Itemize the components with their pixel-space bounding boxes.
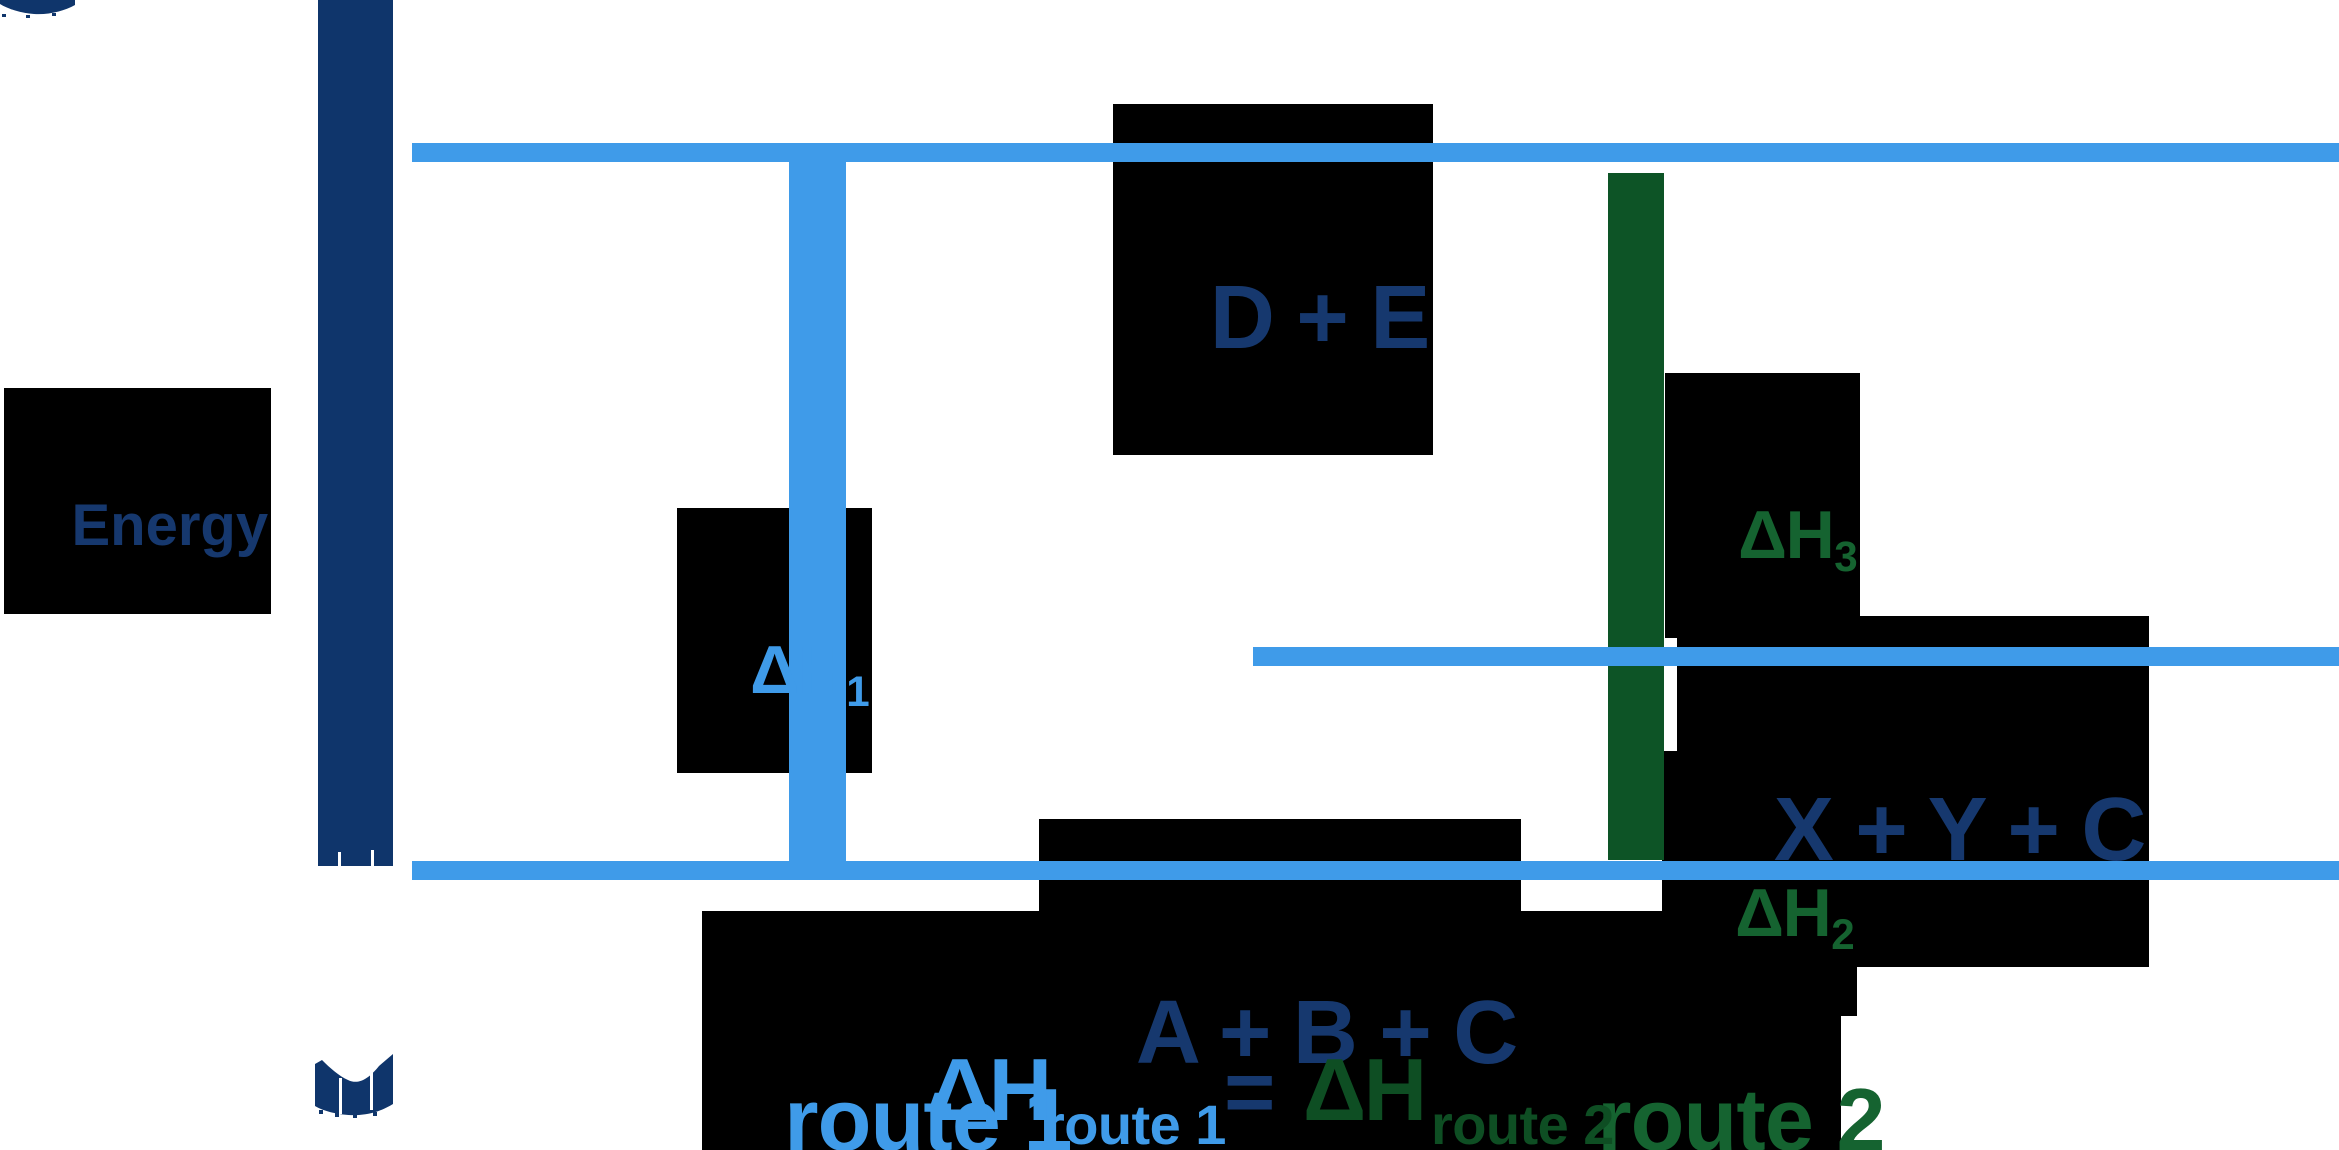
route2-caption: route 2 [1498,900,1885,1150]
delta-h2-text: ΔH2 [1735,875,1855,959]
route1-caption: route 1 [690,900,1076,1150]
top-level-highlight-box [1112,103,1433,455]
axis-label-energy: Energy [4,381,271,615]
level-line-middle [1253,647,2339,666]
route2-text: route 2 [1597,1070,1885,1150]
delta-h3-subscript: 3 [1834,533,1857,581]
equation-lhs-delta-h: ΔH [928,1040,1052,1139]
axis-notch-right [371,850,374,874]
energy-highlight-box [4,387,271,615]
level-line-bottom [412,861,2339,880]
route2-highlight-box [1498,910,1841,1150]
energy-axis-ragged-end [0,0,75,18]
delta-h1-text: ΔH1 [750,632,870,716]
axis-break-mark [315,1054,393,1118]
delta-h1-subscript: 1 [846,668,869,716]
middle-level-text: X + Y + C [1773,780,2147,880]
bottom-level-text: A + B + C [1135,983,1518,1083]
route1-text: route 1 [784,1070,1072,1150]
route1-highlight-box [702,910,1076,1150]
top-level-text: D + E [1209,268,1430,368]
level-line-top [412,143,2339,162]
equation-rhs-delta-h: ΔH [1303,1040,1427,1139]
equation-equals-sign: = [1224,1042,1276,1141]
level-label-top: D + E [1112,93,1433,455]
delta-h3-text: ΔH3 [1738,497,1858,581]
equation-rhs-subscript: route 2 [1431,1093,1614,1150]
delta-h3-highlight-box [1664,373,1860,639]
route1-connector-bar [789,143,846,880]
equation-lhs-subscript: route 1 [1043,1093,1226,1150]
energy-axis-bar [318,0,393,866]
route2-connector-bar [1608,173,1664,860]
delta-h3-label: ΔH3 [1664,365,1860,639]
energy-label-text: Energy [71,493,269,558]
delta-h2-subscript: 2 [1831,911,1854,959]
axis-notch-left [338,852,341,874]
